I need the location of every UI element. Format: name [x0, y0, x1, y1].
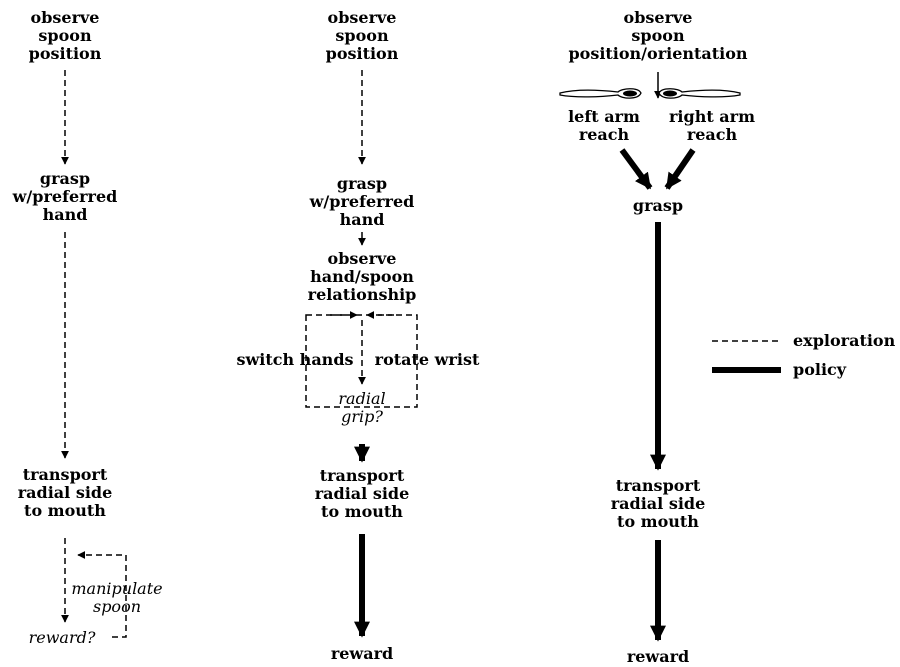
col3-right-spoon-icon: [658, 88, 741, 99]
col3-right-reach-label: right arm reach: [668, 107, 756, 144]
col2-observe-relationship-label: observe hand/spoon relationship: [307, 249, 417, 304]
col3-left-spoon-icon: [559, 88, 642, 99]
col2-switch-hands-label: switch hands: [236, 350, 354, 369]
col2-rotate-wrist-label: rotate wrist: [374, 350, 480, 369]
col3-grasp-label: grasp: [632, 196, 684, 215]
col2-reward-label: reward: [330, 644, 394, 663]
col2-transport-label: transport radial side to mouth: [314, 466, 410, 521]
col1-manipulate-label: manipulate spoon: [71, 579, 163, 616]
col3-observe-label: observe spoon position/orientation: [568, 8, 748, 63]
col1-grasp-label: grasp w/preferred hand: [12, 169, 118, 224]
col3-transport-label: transport radial side to mouth: [610, 476, 706, 531]
col3-policy-right-reach-to-grasp: [664, 148, 696, 190]
col2-radial-grip-label: radial grip?: [338, 389, 386, 426]
legend-policy-label: policy: [793, 360, 847, 379]
col3-reward-label: reward: [626, 647, 690, 666]
col1-transport-label: transport radial side to mouth: [17, 465, 113, 520]
col1-manipulate-loop: [77, 551, 127, 638]
col1-observe-label: observe spoon position: [28, 8, 102, 63]
col2-grasp-label: grasp w/preferred hand: [309, 174, 415, 229]
col2-observe-label: observe spoon position: [325, 8, 399, 63]
legend-exploration-label: exploration: [793, 331, 896, 350]
col1-reward-label: reward?: [28, 628, 96, 647]
col3-left-reach-label: left arm reach: [568, 107, 640, 144]
col3-policy-left-reach-to-grasp: [619, 148, 653, 190]
col2-exploration-box: [305, 314, 418, 408]
